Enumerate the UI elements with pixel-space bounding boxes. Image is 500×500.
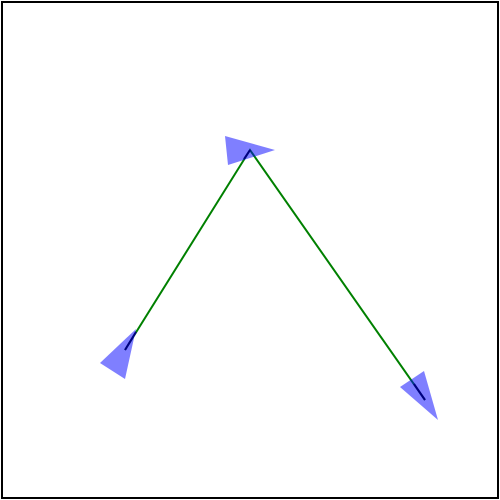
- start-marker-tick: [124, 331, 137, 351]
- connecting-path: [124, 148, 426, 401]
- end-marker-tick: [413, 383, 426, 401]
- end-triangle-marker: [400, 371, 438, 420]
- marker-group: [100, 136, 438, 420]
- start-triangle-marker: [100, 329, 136, 379]
- apex-marker-tick: [243, 149, 251, 160]
